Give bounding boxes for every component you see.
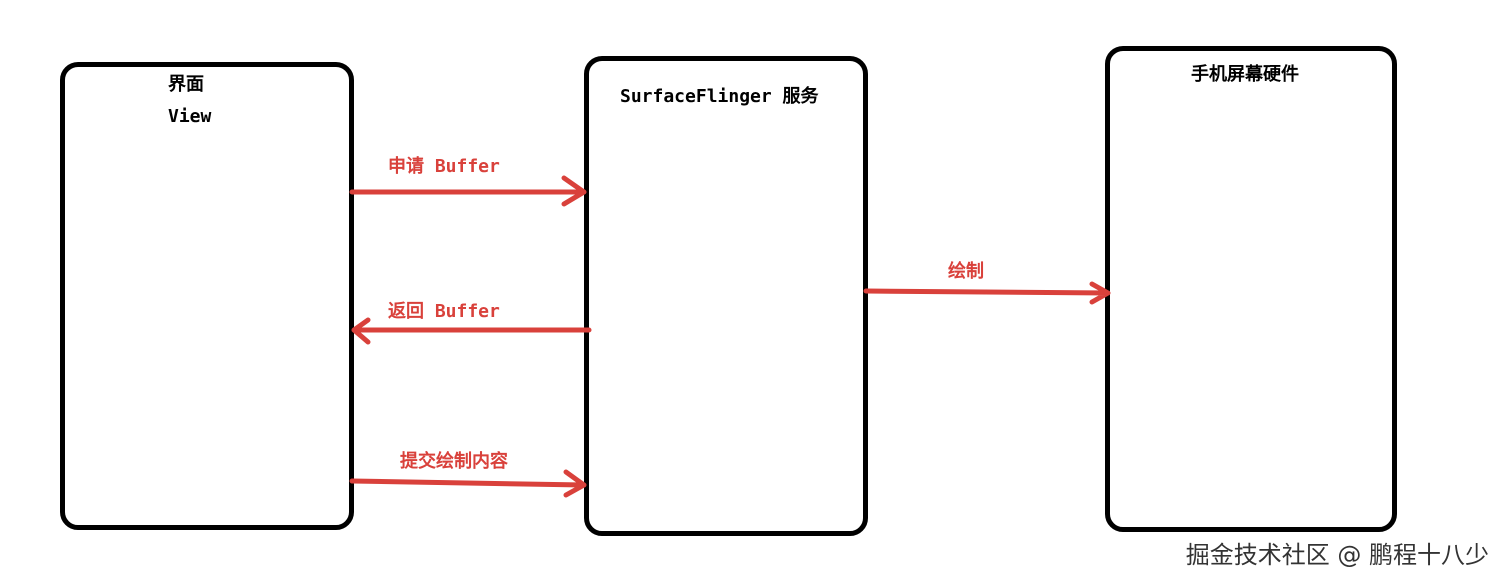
surfaceflinger-box-title: SurfaceFlinger 服务 (620, 86, 819, 107)
watermark: 掘金技术社区 @ 鹏程十八少 (1185, 541, 1489, 569)
submit-content-arrow (349, 469, 587, 498)
view-box-subtitle: View (168, 106, 212, 127)
request-buffer-arrow (349, 175, 587, 207)
screen-hardware-box (1105, 46, 1397, 532)
view-box-title: 界面 (168, 74, 204, 95)
screen-hardware-box-title: 手机屏幕硬件 (1191, 64, 1299, 85)
return-buffer-label: 返回 Buffer (388, 301, 500, 322)
draw-arrow (863, 281, 1111, 305)
request-buffer-label: 申请 Buffer (388, 156, 500, 177)
submit-content-label: 提交绘制内容 (400, 451, 508, 472)
return-buffer-arrow (351, 317, 592, 345)
draw-label: 绘制 (948, 261, 984, 282)
view-box (60, 62, 354, 530)
surfaceflinger-box (584, 56, 868, 536)
